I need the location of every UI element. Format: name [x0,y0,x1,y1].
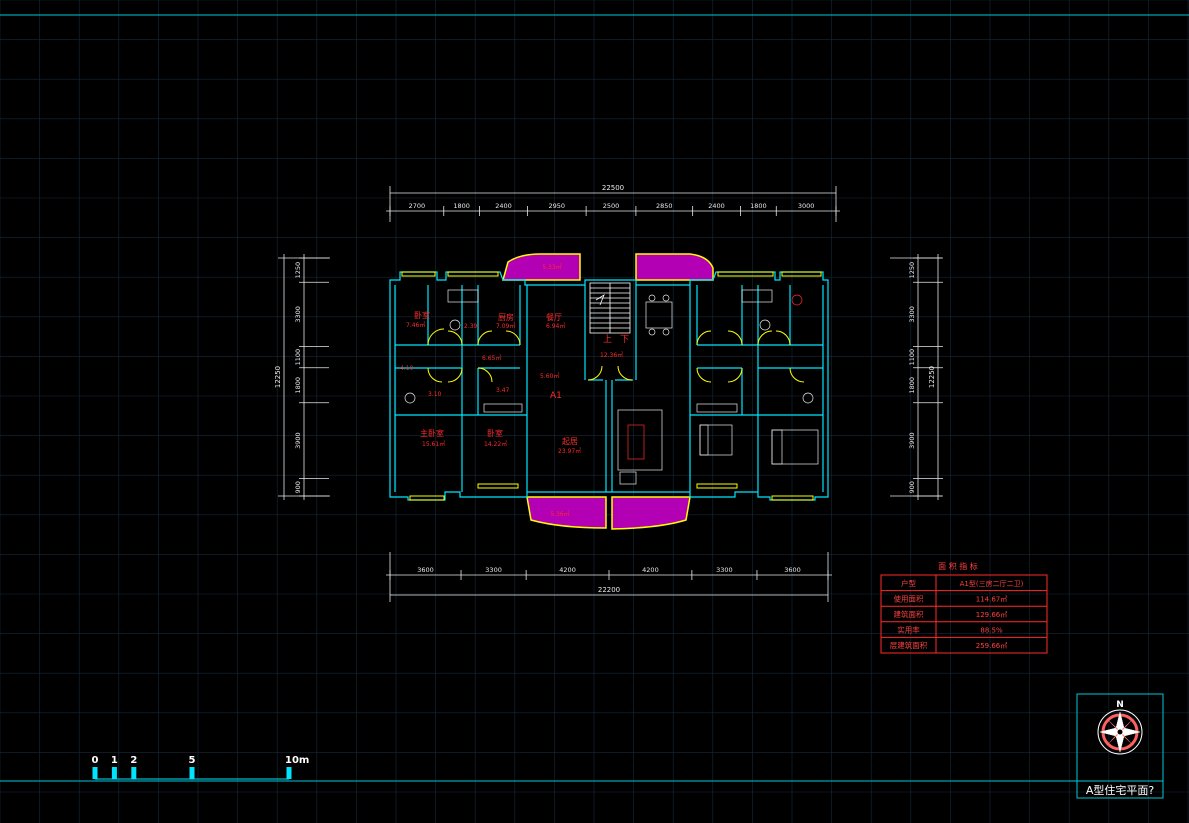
scale-bar-tick [111,767,117,779]
area-table-value: 129.66㎡ [976,611,1008,619]
room-dining-area: 6.94㎡ [546,322,565,330]
room-hall-area: 5.60㎡ [540,372,559,380]
bottom-dimension-segment-label: 3600 [417,566,434,574]
top-dimension-segment-label: 1800 [453,202,470,210]
room-living-area: 23.97㎡ [558,447,581,455]
door-swings [427,328,805,383]
room-bedroom-second-name: 卧室 [487,428,503,438]
right-dimension-segment-label: 1250 [908,262,916,279]
room-toilet-area: 2.39 [464,323,478,330]
floor-plan-walls [389,271,829,501]
room-kitchen-area: 7.09㎡ [496,322,515,330]
area-table-value: 114.67㎡ [976,595,1008,603]
stair-up-label: 上 [603,334,612,345]
room-dining-name: 餐厅 [546,313,562,322]
top-dimension-segment-label: 2400 [708,202,725,210]
room-stair-hall-area: 12.36㎡ [600,351,623,359]
room-living-name: 起居 [562,437,578,446]
scale-bar-label: 5 [189,755,196,766]
bottom-dimension-segment-label: 4200 [559,566,576,574]
area-table-value: 259.66㎡ [976,642,1008,650]
top-dimension-segment-label: 2400 [495,202,512,210]
north-arrow-block: N A型住宅平面? [1076,693,1164,799]
scale-bar-label: 2 [130,755,137,766]
top-dimension-segment-label: 1800 [750,202,767,210]
area-table-value: A1型(三房二厅二卫) [960,579,1024,588]
balcony-bottom [526,496,691,530]
room-kitchen-name: 厨房 [498,312,514,322]
area-table-label: 户型 [901,578,916,588]
right-dimension-segment-label: 3300 [908,306,916,323]
bottom-dimension-segment-label: 3300 [485,566,502,574]
top-dimension-segment-label: 2850 [656,202,673,210]
top-dimension-chain [386,186,840,222]
right-dimension-segment-label: 900 [908,481,916,493]
left-dimension-segment-label: 3300 [294,306,302,323]
furniture [404,289,819,485]
north-letter: N [1116,700,1124,710]
scale-bar-label: 10m [285,755,309,766]
left-dimension-segment-label: 3900 [294,432,302,449]
room-master-bedroom-area: 15.61㎡ [422,440,445,448]
windows [401,271,822,501]
left-dimension-segment-label: 1100 [294,349,302,366]
room-master-bedroom-name: 主卧室 [420,428,444,438]
room-bedroom-small-name: 卧室 [414,310,430,320]
room-store-area: 3.47 [496,387,510,394]
scale-bar-tick [131,767,137,779]
compass-rose-icon [1097,709,1143,755]
area-table-label: 实用率 [897,625,920,635]
drawing-frame [0,14,1189,782]
right-dimension-segment-label: 3900 [908,432,916,449]
room-closet-area: 3.10 [428,391,442,398]
scale-bar-tick [286,767,292,779]
room-corridor-area: 6.65㎡ [482,354,501,362]
scale-bar-label: 1 [111,755,118,766]
stairwell [589,282,631,334]
room-bath-small-area: 4.10 [400,365,414,372]
bottom-dimension-segment-label: 4200 [642,566,659,574]
unit-label: A1 [550,391,562,401]
stair-down-label: 下 [620,335,629,345]
left-dimension-segment-label: 1250 [294,262,302,279]
area-table-title: 面 积 指 标 [938,561,978,571]
right-total-dimension: 12250 [928,366,936,388]
top-dimension-segment-label: 2500 [603,202,620,210]
right-dimension-chain [890,254,943,500]
balcony-top [502,253,714,281]
area-table-label: 使用面积 [894,593,924,603]
area-table-value: 88.5% [980,627,1003,635]
drawing-caption: A型住宅平面? [1086,783,1155,797]
right-dimension-segment-label: 1100 [908,349,916,366]
scale-bar-tick [92,767,98,779]
room-bedroom-small-area: 7.46㎡ [406,321,425,329]
bottom-total-dimension: 22200 [598,586,620,594]
scale-bar-label: 0 [92,755,99,766]
left-dimension-segment-label: 1800 [294,377,302,394]
right-dimension-segment-label: 1800 [908,377,916,394]
left-total-dimension: 12250 [274,366,282,388]
room-bedroom-second-area: 14.22㎡ [484,440,507,448]
top-dimension-segment-label: 3000 [798,202,815,210]
bottom-dimension-segment-label: 3600 [784,566,801,574]
top-dimension-segment-label: 2700 [409,202,426,210]
left-dimension-chain [278,254,330,500]
scale-bar: 0 1 2 5 10m [92,755,309,780]
scale-bar-tick [189,767,195,779]
bottom-dimension-segment-label: 3300 [716,566,733,574]
top-total-dimension: 22500 [602,184,624,192]
room-labels: 卧室 7.46㎡ 2.39 厨房 7.09㎡ 餐厅 6.94㎡ 6.65㎡ 5.… [400,310,629,455]
top-dimension-segment-label: 2950 [548,202,565,210]
bottom-dimension-chain [386,552,832,602]
area-table-label: 层建筑面积 [890,640,928,650]
area-table-label: 建筑面积 [894,609,924,619]
balcony-top-area: 5.33㎡ [542,263,561,271]
balcony-bottom-area: 5.36㎡ [550,510,569,518]
left-dimension-segment-label: 900 [294,481,302,493]
